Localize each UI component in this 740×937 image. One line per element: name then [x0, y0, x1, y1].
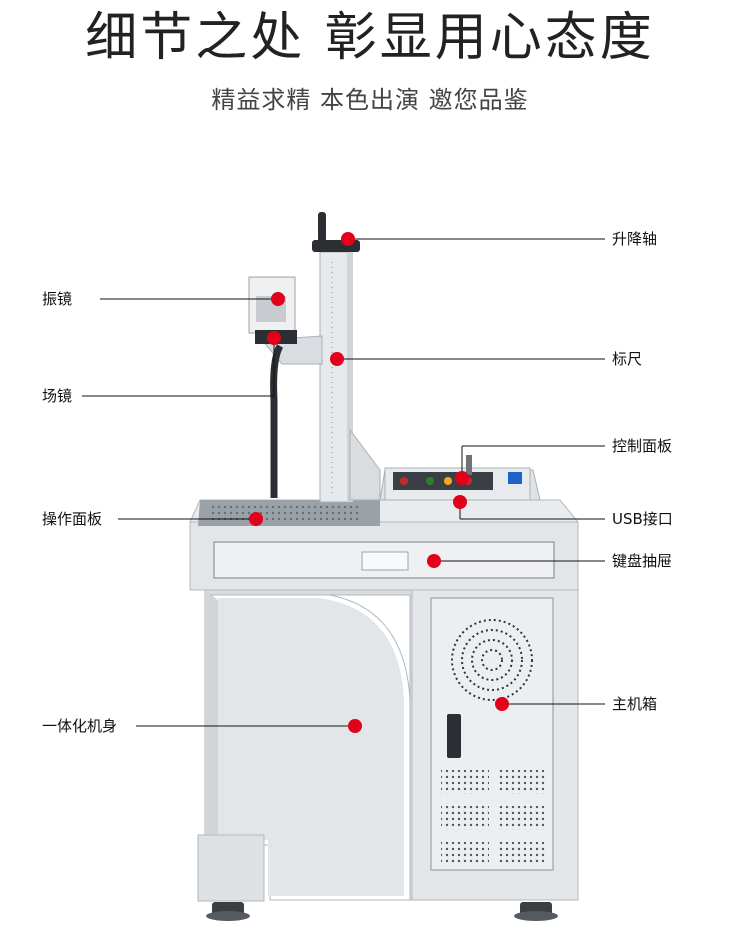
label-integrated-body: 一体化机身: [42, 717, 118, 735]
label-main-cabinet: 主机箱: [612, 695, 658, 713]
marker-usb-port: [453, 495, 467, 509]
label-scale: 标尺: [612, 350, 643, 368]
marker-field-lens: [267, 331, 281, 345]
label-keyboard-drawer: 键盘抽屉: [612, 552, 673, 570]
label-operation-panel: 操作面板: [42, 510, 103, 528]
label-galvo: 振镜: [42, 290, 73, 308]
marker-main-cabinet: [495, 697, 509, 711]
marker-keyboard-drawer: [427, 554, 441, 568]
cabinet-door: [430, 597, 554, 871]
marker-operation-panel: [249, 512, 263, 526]
page-subtitle: 精益求精 本色出演 邀您品鉴: [211, 86, 529, 114]
lift-column: [312, 212, 381, 503]
label-lift-axis: 升降轴: [612, 230, 658, 248]
label-control-panel: 控制面板: [612, 437, 673, 455]
marker-galvo: [271, 292, 285, 306]
keyboard-drawer: [213, 541, 555, 579]
control-box: [379, 455, 541, 501]
marker-scale: [330, 352, 344, 366]
page-title: 细节之处 彰显用心态度: [85, 8, 655, 68]
marker-lift-axis: [341, 232, 355, 246]
callout-markers: [249, 232, 509, 733]
fan-vent: [451, 619, 533, 701]
callout-lines: [82, 238, 605, 727]
label-field-lens: 场镜: [42, 387, 73, 405]
machine-feet: [206, 902, 558, 921]
label-usb-port: USB接口: [612, 510, 673, 528]
galvo-head: [248, 276, 323, 498]
marker-control-panel: [455, 471, 469, 485]
marker-integrated-body: [348, 719, 362, 733]
